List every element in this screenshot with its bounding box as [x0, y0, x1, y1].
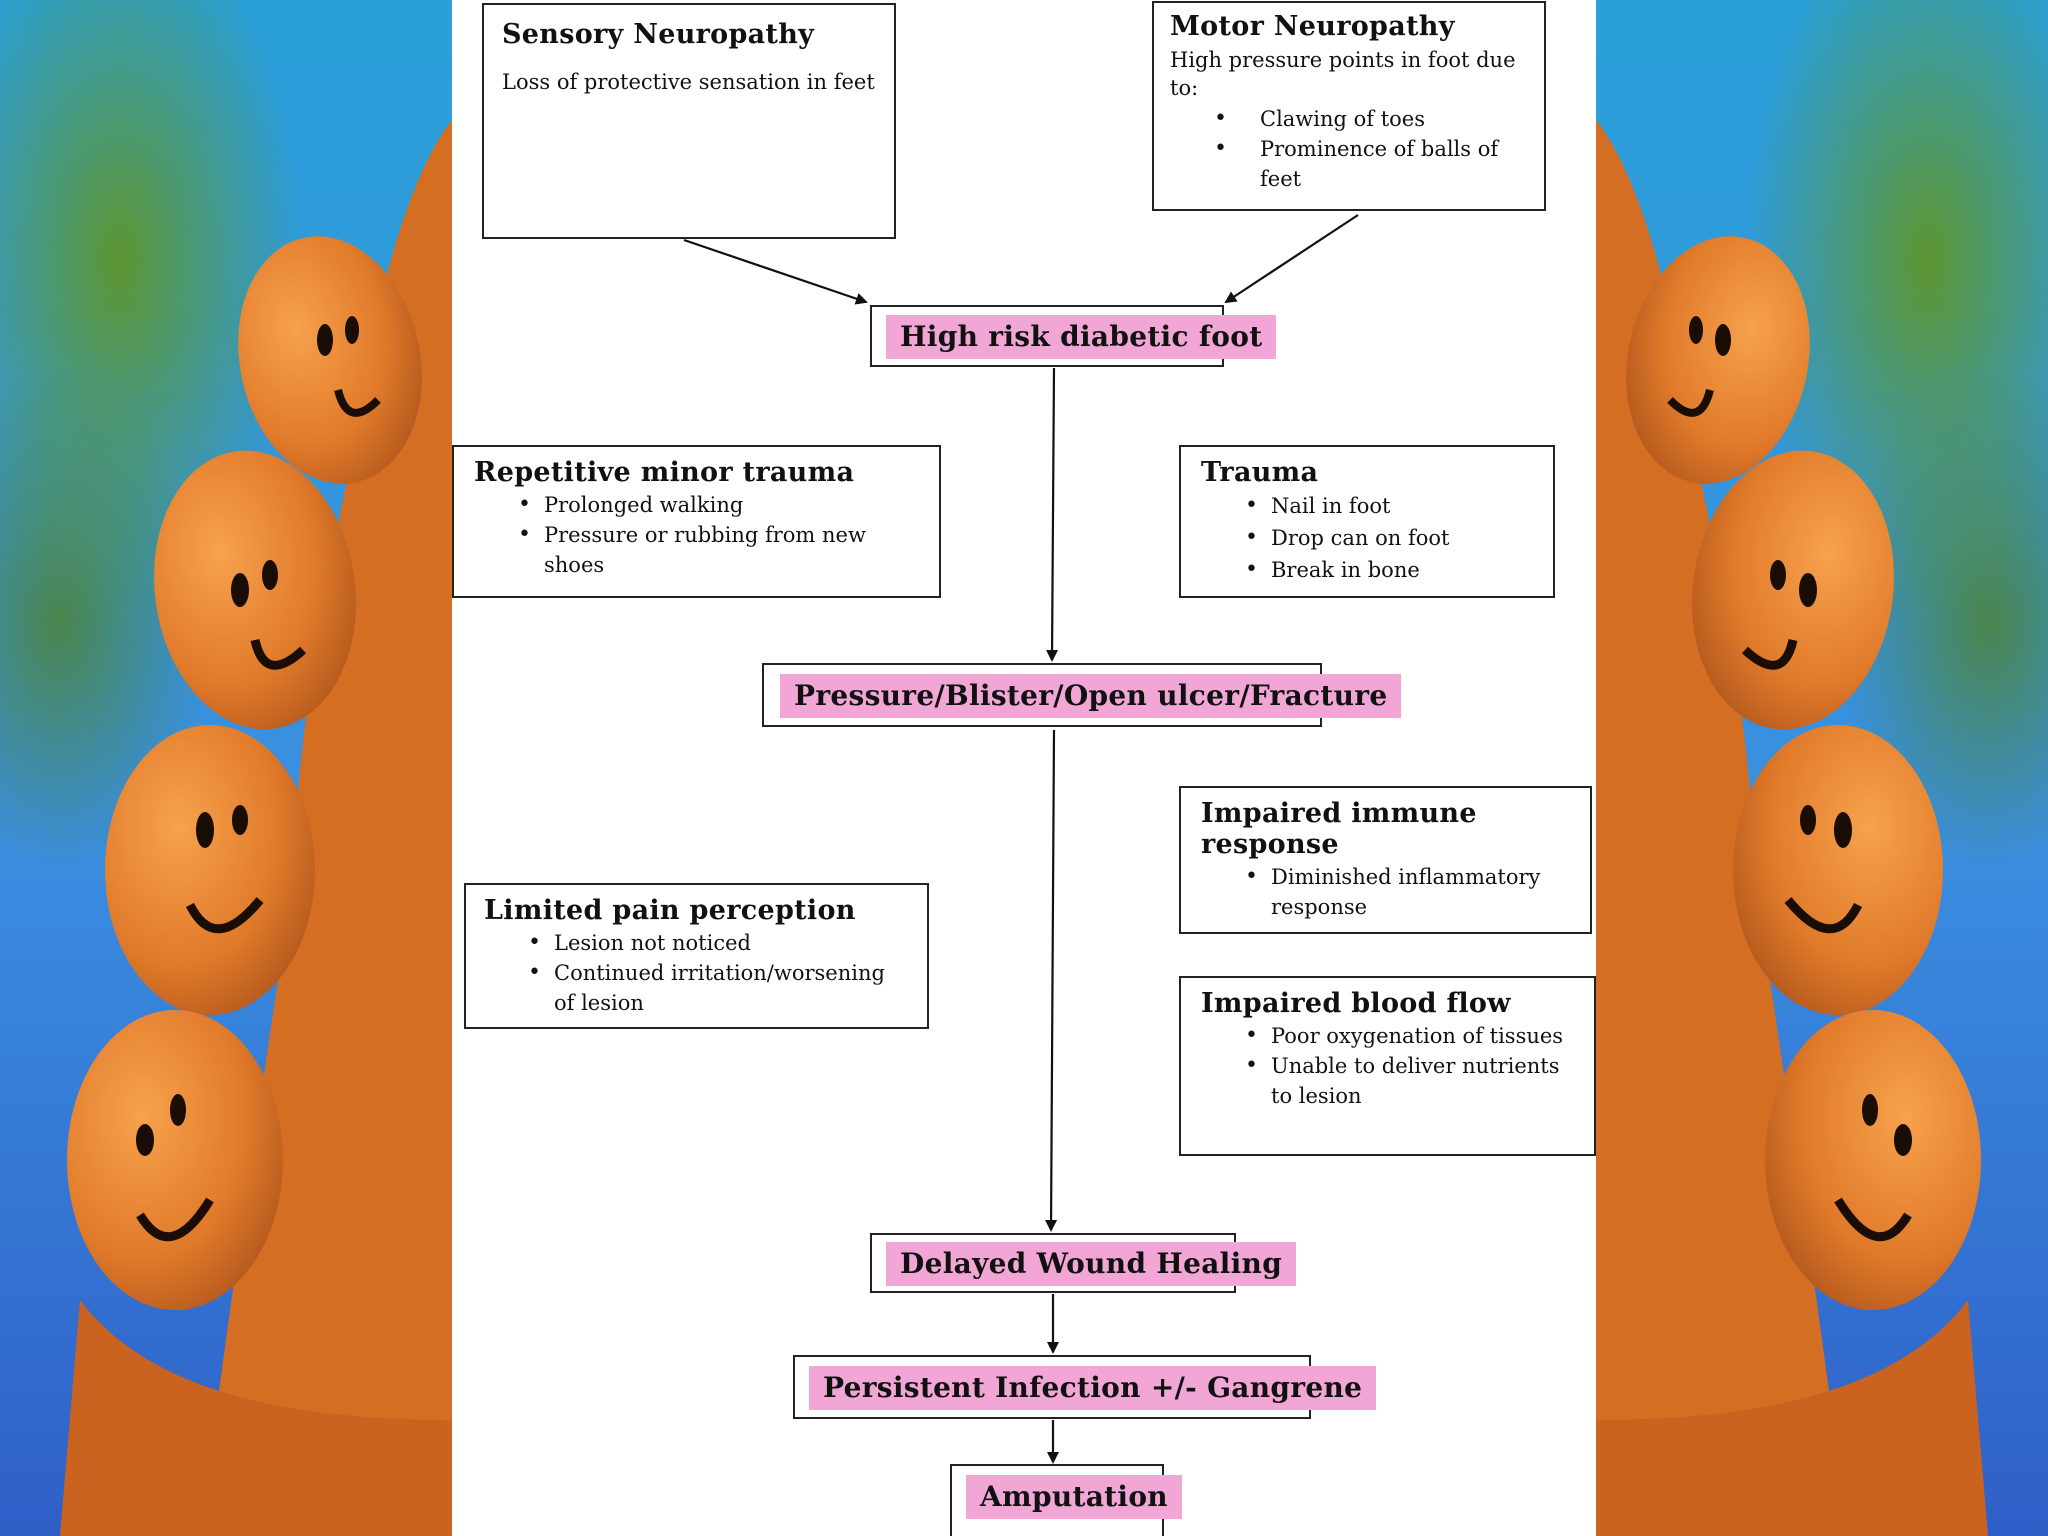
- high-risk-label: High risk diabetic foot: [886, 315, 1277, 359]
- motor-neuropathy-box: Motor Neuropathy High pressure points in…: [1152, 1, 1546, 211]
- right-foot-photo: [1596, 0, 2048, 1536]
- impaired-immune-list: Diminished inflammatory response: [1201, 862, 1570, 922]
- delayed-healing-node: Delayed Wound Healing: [870, 1233, 1297, 1293]
- amputation-label: Amputation: [966, 1475, 1182, 1519]
- list-item: Prolonged walking: [474, 490, 919, 520]
- sensory-neuropathy-box: Sensory Neuropathy Loss of protective se…: [482, 3, 896, 239]
- list-item: Prominence of balls of feet: [1170, 134, 1528, 194]
- motor-neuropathy-title: Motor Neuropathy: [1170, 11, 1455, 42]
- repetitive-trauma-title: Repetitive minor trauma: [474, 457, 855, 488]
- arrow-highrisk-to-pressure: [1046, 367, 1059, 662]
- pressure-ulcer-label: Pressure/Blister/Open ulcer/Fracture: [780, 674, 1402, 718]
- impaired-blood-list: Poor oxygenation of tissues Unable to de…: [1201, 1021, 1574, 1111]
- repetitive-trauma-box: Repetitive minor trauma Prolonged walkin…: [452, 445, 941, 598]
- repetitive-trauma-list: Prolonged walking Pressure or rubbing fr…: [474, 490, 919, 580]
- flowchart-panel: Sensory Neuropathy Loss of protective se…: [452, 0, 1596, 1536]
- list-item: Drop can on foot: [1201, 522, 1533, 554]
- impaired-blood-box: Impaired blood flow Poor oxygenation of …: [1179, 976, 1596, 1156]
- list-item: Poor oxygenation of tissues: [1201, 1021, 1574, 1051]
- high-risk-node: High risk diabetic foot: [870, 305, 1277, 367]
- list-item: Continued irritation/worsening of lesion: [484, 958, 909, 1018]
- trauma-title: Trauma: [1201, 457, 1319, 488]
- limited-pain-box: Limited pain perception Lesion not notic…: [464, 883, 929, 1029]
- list-item: Nail in foot: [1201, 490, 1533, 522]
- impaired-immune-box: Impaired immune response Diminished infl…: [1179, 786, 1592, 934]
- limited-pain-title: Limited pain perception: [484, 895, 856, 926]
- arrow-motor-to-highrisk: [1224, 214, 1359, 304]
- amputation-node: Amputation: [950, 1464, 1182, 1536]
- sensory-neuropathy-text: Loss of protective sensation in feet: [502, 70, 875, 94]
- pressure-ulcer-node: Pressure/Blister/Open ulcer/Fracture: [762, 663, 1402, 727]
- list-item: Diminished inflammatory response: [1201, 862, 1570, 922]
- motor-neuropathy-list: Clawing of toes Prominence of balls of f…: [1170, 104, 1528, 194]
- sensory-neuropathy-title: Sensory Neuropathy: [502, 19, 815, 50]
- left-foot-photo: [0, 0, 452, 1536]
- list-item: Lesion not noticed: [484, 928, 909, 958]
- list-item: Break in bone: [1201, 554, 1533, 586]
- smiley-toes-illustration: [60, 120, 452, 1536]
- infection-label: Persistent Infection +/- Gangrene: [809, 1366, 1377, 1410]
- list-item: Pressure or rubbing from new shoes: [474, 520, 919, 580]
- infection-node: Persistent Infection +/- Gangrene: [793, 1355, 1377, 1419]
- list-item: Unable to deliver nutrients to lesion: [1201, 1051, 1574, 1111]
- motor-neuropathy-text: High pressure points in foot due to:: [1170, 48, 1516, 100]
- impaired-blood-title: Impaired blood flow: [1201, 988, 1511, 1019]
- list-item: Clawing of toes: [1170, 104, 1528, 134]
- impaired-immune-title: Impaired immune response: [1201, 798, 1477, 860]
- arrow-pressure-to-delayed: [1045, 729, 1058, 1232]
- delayed-healing-label: Delayed Wound Healing: [886, 1242, 1297, 1286]
- connector-arrows: [683, 214, 1359, 1464]
- limited-pain-list: Lesion not noticed Continued irritation/…: [484, 928, 909, 1018]
- trauma-list: Nail in foot Drop can on foot Break in b…: [1201, 490, 1533, 586]
- arrow-sensory-to-highrisk: [683, 238, 868, 305]
- trauma-box: Trauma Nail in foot Drop can on foot Bre…: [1179, 445, 1555, 598]
- smiley-toes-illustration: [1596, 120, 1988, 1536]
